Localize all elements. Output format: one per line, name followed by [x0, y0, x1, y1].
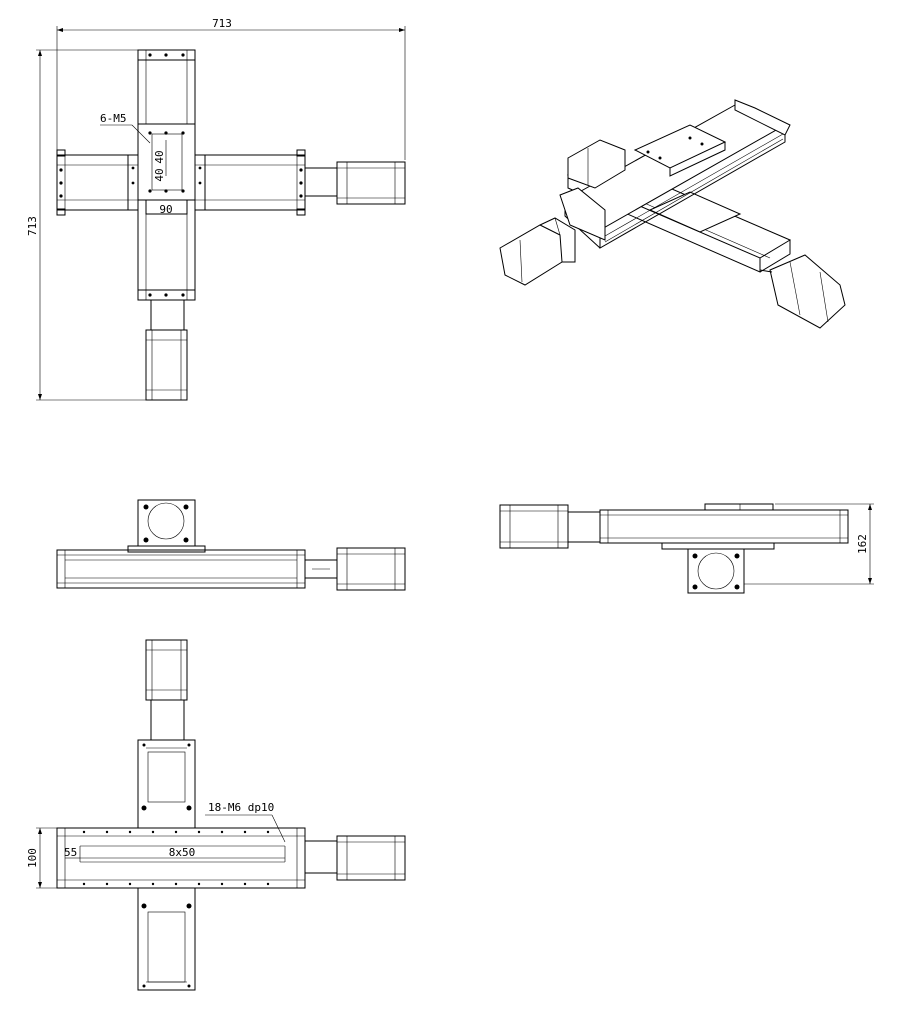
base-mounting-holes: [82, 830, 270, 886]
top-height-label: 713: [26, 216, 39, 236]
top-width-label: 713: [212, 17, 232, 30]
hole-offset-label: 55: [64, 846, 77, 859]
side-view: 162: [499, 503, 874, 594]
hole-spacing-label: 8x50: [169, 846, 196, 859]
top-view: 713 713: [26, 17, 406, 401]
base-hole-callout: 18-M6 dp10: [205, 801, 286, 843]
bottom-view: 18-M6 dp10 55 8x50 100: [26, 639, 406, 991]
carriage-hole-callout: 6-M5: [100, 112, 151, 144]
base-holes-label: 18-M6 dp10: [208, 801, 274, 814]
side-height-label: 162: [856, 534, 869, 554]
front-view: [56, 499, 406, 591]
base-width-dimension: 100: [26, 827, 57, 889]
top-width-dimension: 713: [56, 17, 406, 160]
hole-spacing-dimension: 55 8x50: [64, 846, 285, 859]
carriage-width-label: 90: [159, 203, 172, 216]
carriage-pitch-b-label: 40: [153, 168, 166, 181]
isometric-view: [499, 99, 846, 329]
side-height-dimension: 162: [744, 503, 874, 585]
carriage-holes-label: 6-M5: [100, 112, 127, 125]
top-height-dimension: 713: [26, 49, 150, 401]
base-width-label: 100: [26, 848, 39, 868]
carriage-pitch-a-label: 40: [153, 150, 166, 163]
